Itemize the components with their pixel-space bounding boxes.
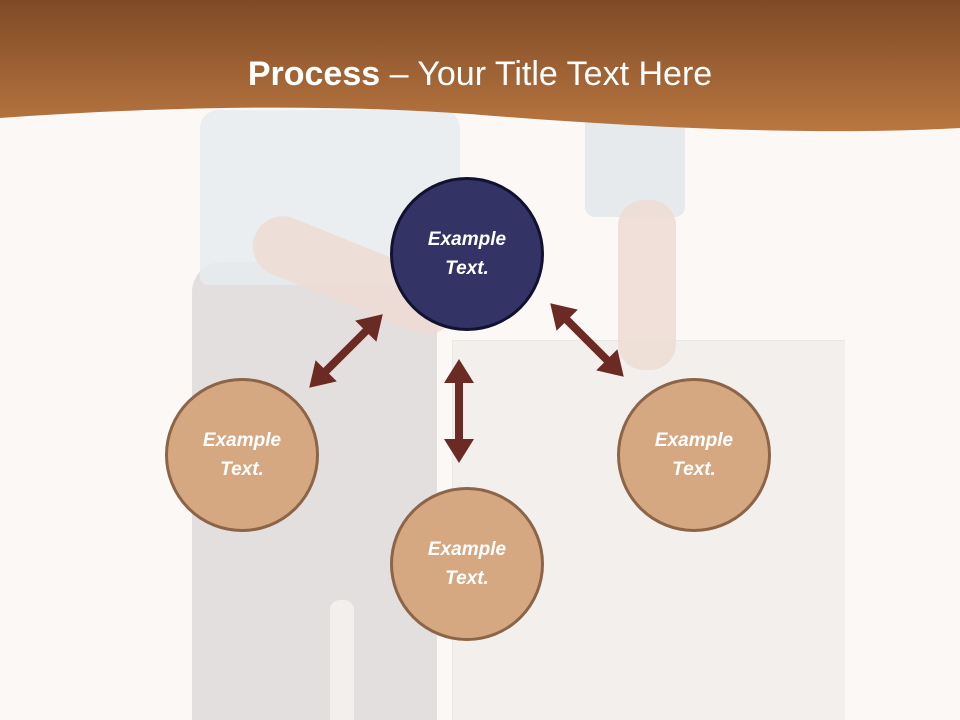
node-right-text: Example Text.: [654, 430, 734, 480]
background-photo-leg-gap: [330, 600, 354, 720]
header-band: [0, 0, 960, 132]
double-arrow-icon-right: [550, 303, 624, 377]
double-arrow-icon-left: [309, 314, 383, 388]
node-bottom-text: Example Text.: [427, 539, 507, 589]
double-arrow-icon-center: [444, 359, 474, 463]
node-center-text: Example Text.: [427, 229, 507, 279]
node-bottom: Example Text.: [390, 487, 544, 641]
background-photo-right-arm: [618, 200, 676, 370]
slide-title-rest: – Your Title Text Here: [380, 55, 713, 93]
slide-title: Process – Your Title Text Here: [0, 52, 960, 96]
slide-title-bold: Process: [247, 55, 381, 93]
background-photo-sleeve: [585, 112, 685, 217]
node-right: Example Text.: [617, 378, 771, 532]
node-center: Example Text.: [390, 177, 544, 331]
node-left-text: Example Text.: [202, 430, 282, 480]
node-left: Example Text.: [165, 378, 319, 532]
